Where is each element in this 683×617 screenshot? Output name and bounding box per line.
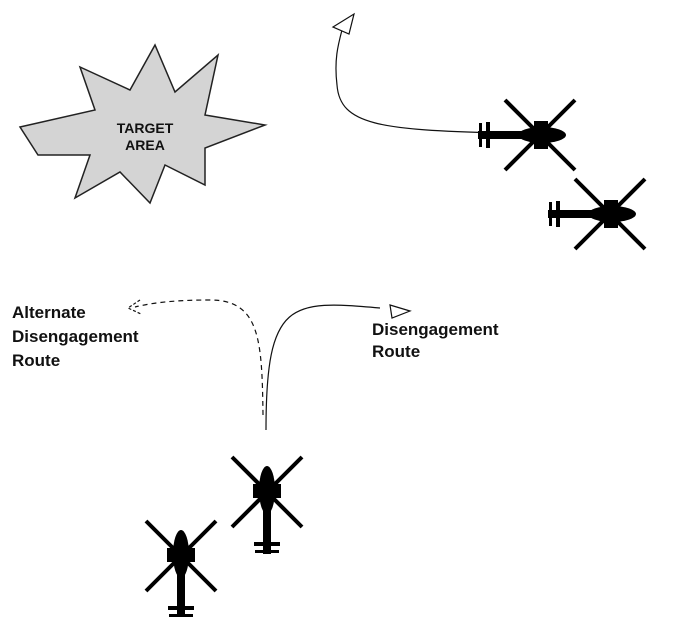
alternate-route-arrowhead — [126, 299, 142, 315]
alternate-disengagement-route: Alternate Disengagement Route — [12, 299, 264, 416]
alternate-route-path — [134, 299, 264, 416]
disengagement-route-arrowhead — [389, 304, 412, 319]
disengagement-route: Disengagement Route — [265, 304, 499, 431]
alternate-route-label-line2: Disengagement — [12, 327, 139, 346]
upper-disengagement-route — [331, 12, 503, 134]
target-area-label-line2: AREA — [125, 137, 165, 153]
alternate-route-label-line1: Alternate — [12, 303, 86, 322]
target-area: TARGET AREA — [18, 43, 268, 205]
disengagement-route-label-line2: Route — [372, 342, 420, 361]
disengagement-route-path — [265, 304, 381, 431]
disengagement-route-label-line1: Disengagement — [372, 320, 499, 339]
target-area-starburst — [18, 43, 268, 205]
upper-route-arrowhead — [331, 12, 355, 35]
helicopter-icon — [546, 177, 647, 251]
helicopter-icon — [144, 519, 218, 617]
upper-route-path — [335, 29, 503, 134]
helicopter-icon — [230, 455, 304, 556]
alternate-route-label-line3: Route — [12, 351, 60, 370]
target-area-label-line1: TARGET — [117, 120, 174, 136]
helicopter-icon — [476, 98, 577, 172]
